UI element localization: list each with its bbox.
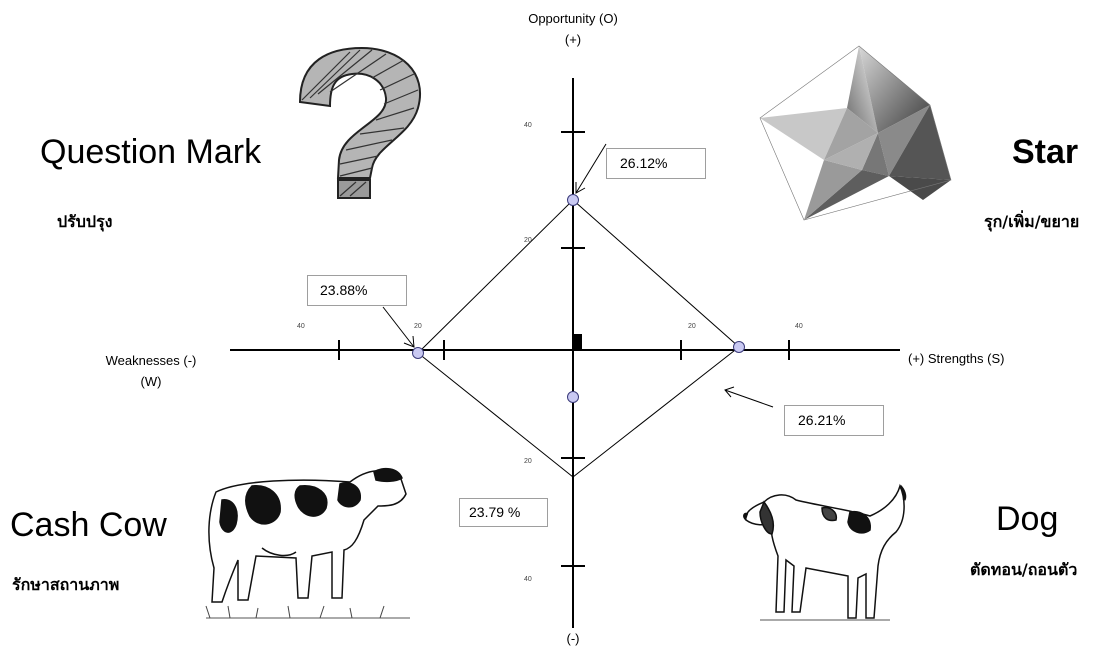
tick-label: 40 <box>795 323 803 330</box>
weakness-code: (W) <box>140 374 162 389</box>
cash-cow-title: Cash Cow <box>10 506 167 544</box>
swot-diamond <box>417 199 740 478</box>
weakness-value-box: 23.88% <box>307 275 407 306</box>
center-marker <box>573 334 582 349</box>
cash-cow-subtitle: รักษาสถานภาพ <box>12 575 120 594</box>
opportunity-value-box: 26.12% <box>606 148 706 179</box>
strength-value-box: 26.21% <box>784 405 884 436</box>
point-threat <box>567 391 579 403</box>
point-opportunity <box>567 194 579 206</box>
tick-label: 20 <box>688 323 696 330</box>
tick-label: 20 <box>524 237 532 244</box>
point-weakness <box>412 347 424 359</box>
question-mark-title: Question Mark <box>40 133 262 171</box>
question-mark-subtitle: ปรับปรุง <box>57 212 113 231</box>
star-subtitle: รุก/เพิ่ม/ขยาย <box>984 212 1080 231</box>
threat-value-box: 23.79 % <box>459 498 548 527</box>
arrow-strength <box>724 386 774 408</box>
dog-subtitle: ตัดทอน/ถอนตัว <box>970 560 1078 579</box>
tick-label: 40 <box>297 323 305 330</box>
star-title: Star <box>1012 133 1079 171</box>
tick-label: 40 <box>524 122 532 129</box>
arrow-opportunity <box>575 143 607 194</box>
strength-axis-label: (+) Strengths (S) <box>908 351 1005 366</box>
dog-illustration <box>743 483 907 621</box>
cow-illustration <box>205 467 410 619</box>
threat-sign: (-) <box>566 631 580 646</box>
point-strength <box>733 341 745 353</box>
tick-label: 20 <box>414 323 422 330</box>
question-mark-icon <box>298 46 421 199</box>
tick-label: 40 <box>524 576 532 583</box>
arrow-weakness <box>382 306 415 348</box>
opportunity-axis-label: Opportunity (O) <box>528 11 618 26</box>
dog-title: Dog <box>996 500 1059 538</box>
opportunity-sign: (+) <box>564 32 582 47</box>
weakness-axis-label: Weaknesses (-) <box>105 353 197 368</box>
tick-label: 20 <box>524 458 532 465</box>
star-icon <box>759 45 952 221</box>
